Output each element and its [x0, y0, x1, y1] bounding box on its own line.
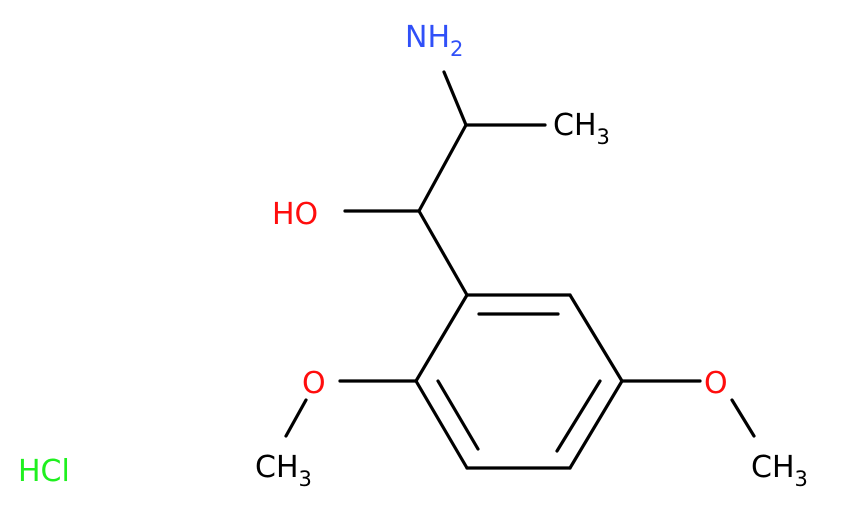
- bond-cmethylamine-n: [442, 70, 468, 127]
- hcl-salt-label: HCl: [18, 454, 70, 489]
- ring-bond-3-inner: [555, 379, 602, 453]
- bonds: [284, 70, 756, 470]
- atom-labels: NH2 CH3 HO O O CH3 CH3 HCl: [18, 20, 808, 491]
- methoxy-left-oxygen-label: O: [302, 366, 326, 401]
- methyl-top-label: CH3: [553, 108, 610, 149]
- hydroxyl-label: HO: [272, 197, 318, 232]
- ring-bond-6: [414, 293, 469, 383]
- ring-bond-3: [568, 379, 624, 470]
- ring-bond-2: [568, 293, 624, 383]
- methyl-left-label: CH3: [255, 450, 312, 491]
- methoxy-right-oxygen-label: O: [704, 366, 728, 401]
- ring-bond-5-inner: [436, 379, 480, 451]
- methyl-right-label: CH3: [751, 450, 808, 491]
- ring-bond-5: [414, 379, 469, 470]
- amine-label: NH2: [405, 20, 463, 61]
- bond-o-ch3-left: [284, 398, 308, 438]
- bond-o-ch3-right: [730, 398, 756, 438]
- bond-c1-ring: [417, 209, 469, 297]
- bond-c1-cmethylamine: [417, 123, 468, 213]
